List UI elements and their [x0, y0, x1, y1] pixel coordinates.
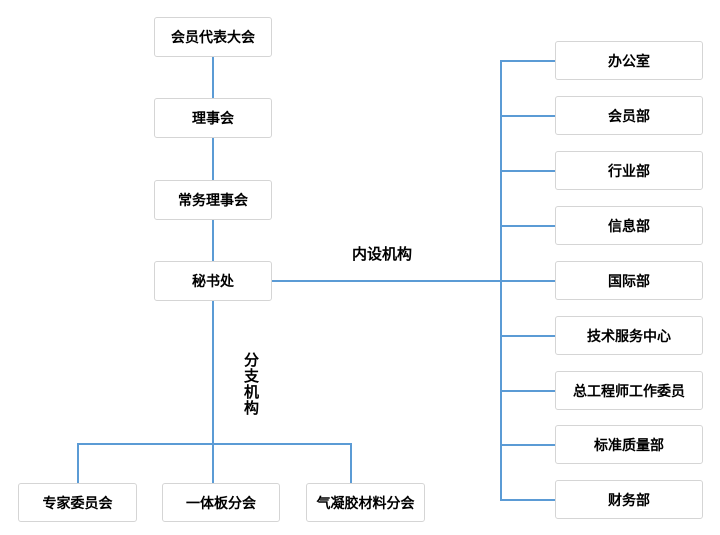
connector-line: [500, 390, 555, 392]
node-label: 国际部: [608, 272, 650, 289]
node-information-dept: 信息部: [555, 206, 703, 245]
branch-orgs-label: 分支机构: [242, 352, 259, 416]
node-label: 常务理事会: [178, 192, 248, 208]
connector-line: [500, 280, 555, 282]
node-international-dept: 国际部: [555, 261, 703, 300]
connector-line: [500, 444, 555, 446]
node-label: 会员代表大会: [171, 29, 255, 45]
node-membership-dept: 会员部: [555, 96, 703, 135]
node-label: 行业部: [608, 162, 650, 179]
node-label: 秘书处: [192, 273, 234, 289]
node-finance-dept: 财务部: [555, 480, 703, 519]
connector-line: [212, 220, 214, 262]
node-industry-dept: 行业部: [555, 151, 703, 190]
node-label: 总工程师工作委员: [573, 382, 685, 399]
node-label: 理事会: [192, 110, 234, 126]
connector-line: [350, 443, 352, 483]
node-label: 信息部: [608, 217, 650, 234]
node-member-congress: 会员代表大会: [154, 17, 272, 57]
node-expert-committee: 专家委员会: [18, 483, 137, 522]
connector-line: [500, 115, 555, 117]
connector-line: [77, 443, 79, 483]
node-office: 办公室: [555, 41, 703, 80]
node-tech-service-center: 技术服务中心: [555, 316, 703, 355]
connector-line: [500, 170, 555, 172]
connector-line: [212, 301, 214, 483]
node-integrated-panel-branch: 一体板分会: [162, 483, 280, 522]
node-label: 会员部: [608, 107, 650, 124]
connector-line: [212, 57, 214, 99]
connector-line: [500, 335, 555, 337]
node-label: 一体板分会: [186, 494, 256, 511]
connector-line: [77, 443, 351, 445]
node-label: 气凝胶材料分会: [316, 494, 415, 511]
internal-orgs-label: 内设机构: [352, 246, 413, 263]
connector-line: [212, 138, 214, 181]
node-aerogel-materials-branch: 气凝胶材料分会: [306, 483, 425, 522]
node-council: 理事会: [154, 98, 272, 138]
node-label: 技术服务中心: [587, 327, 671, 344]
node-label: 办公室: [608, 52, 650, 69]
connector-line: [500, 60, 555, 62]
node-chief-engineer-committee: 总工程师工作委员: [555, 371, 703, 410]
node-standards-quality-dept: 标准质量部: [555, 425, 703, 464]
node-label: 专家委员会: [42, 494, 113, 511]
connector-line: [500, 225, 555, 227]
node-label: 标准质量部: [594, 436, 664, 453]
node-standing-council: 常务理事会: [154, 180, 272, 220]
connector-line: [500, 499, 555, 501]
node-secretariat: 秘书处: [154, 261, 272, 301]
node-label: 财务部: [608, 491, 650, 508]
connector-line: [272, 280, 501, 282]
